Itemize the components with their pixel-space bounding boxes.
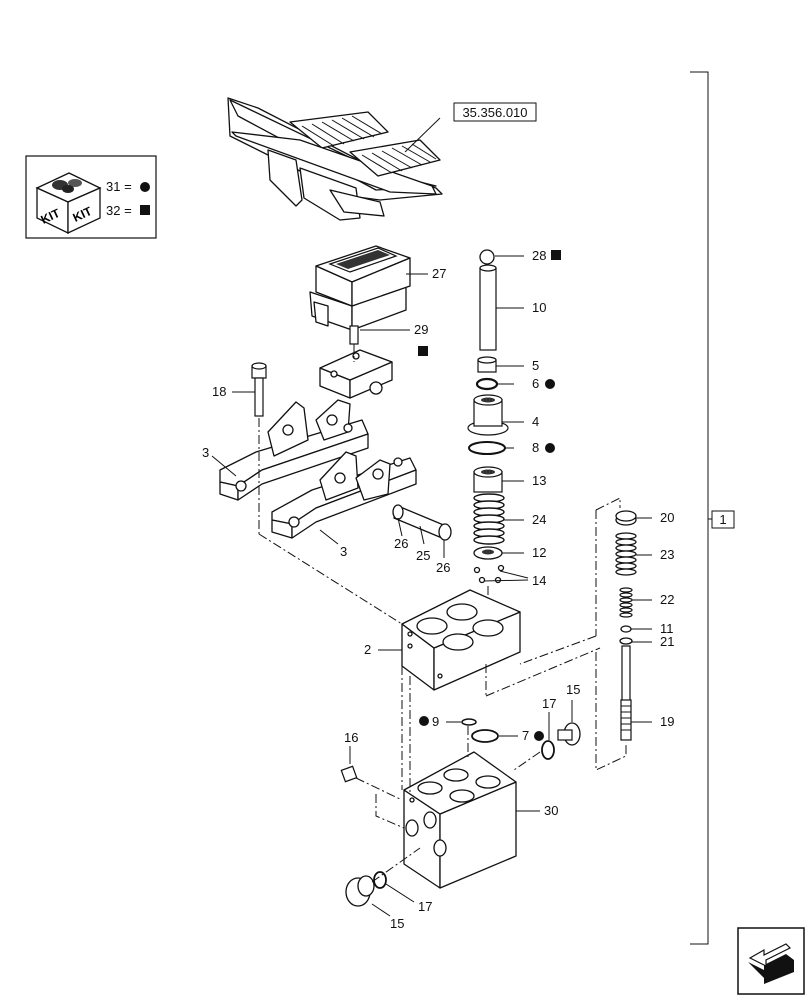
boot-part-27 (309, 245, 411, 331)
label-6: 6 (532, 376, 539, 391)
screw-part-16 (340, 765, 358, 783)
circle-marker-icon (140, 182, 150, 192)
label-5: 5 (532, 358, 539, 373)
spring-part-22 (619, 587, 633, 618)
label-11: 11 (660, 621, 674, 636)
part-labels: 28 27 10 29 5 6 18 4 8 3 13 24 20 23 3 2… (202, 248, 674, 931)
oring-part-7 (471, 729, 499, 743)
label-22: 22 (660, 592, 674, 607)
circle-marker-icon (545, 379, 555, 389)
guide-part-4 (467, 394, 509, 436)
label-15a: 15 (566, 682, 580, 697)
label-24: 24 (532, 512, 546, 527)
square-marker-icon (140, 205, 150, 215)
kit-box-icon: KIT KIT (35, 172, 102, 235)
circle-marker-icon (534, 731, 544, 741)
label-30: 30 (544, 803, 558, 818)
label-21: 21 (660, 634, 674, 649)
square-marker-icon (418, 346, 428, 356)
ref-number: 35.356.010 (462, 105, 527, 120)
bushing-part-5 (477, 356, 497, 373)
oring-part-17b (373, 871, 387, 889)
label-9: 9 (432, 714, 439, 729)
label-13: 13 (532, 473, 546, 488)
rod-part-19 (620, 645, 632, 741)
label-16: 16 (344, 730, 358, 745)
screw-part-18 (251, 362, 267, 417)
label-28: 28 (532, 248, 546, 263)
kit-line-32: 32 = (106, 203, 132, 218)
label-26a: 26 (394, 536, 408, 551)
plug-part-15b (345, 875, 375, 907)
ball-part-28 (479, 249, 495, 265)
pedal-assembly (227, 97, 443, 221)
bracket-block (319, 349, 393, 399)
label-3a: 3 (202, 445, 209, 460)
kit-legend: KIT KIT 31 = 32 = (25, 155, 157, 239)
label-2: 2 (364, 642, 371, 657)
kit-line-31: 31 = (106, 179, 132, 194)
pedal-mount-part-3b (271, 451, 417, 539)
plunger-part-10 (479, 264, 497, 351)
spring-part-24 (473, 493, 505, 545)
label-26b: 26 (436, 560, 450, 575)
spring-part-23 (615, 532, 637, 576)
valve-body-part-2 (401, 589, 521, 691)
washer-part-11 (620, 625, 632, 633)
label-4: 4 (532, 414, 539, 429)
cap-part-20 (615, 510, 637, 526)
label-19: 19 (660, 714, 674, 729)
circle-marker-icon (545, 443, 555, 453)
group-number: 1 (719, 512, 726, 527)
pin-part-25 (392, 504, 452, 541)
label-17b: 17 (418, 899, 432, 914)
label-17a: 17 (542, 696, 556, 711)
leader-lines (211, 255, 652, 917)
label-3b: 3 (340, 544, 347, 559)
group-bracket: 1 (690, 71, 735, 945)
label-8: 8 (532, 440, 539, 455)
label-14: 14 (532, 573, 546, 588)
oring-part-8 (468, 441, 506, 455)
label-7: 7 (522, 728, 529, 743)
circle-marker-icon (419, 716, 429, 726)
square-marker-icon (551, 250, 561, 260)
label-27: 27 (432, 266, 446, 281)
label-23: 23 (660, 547, 674, 562)
label-15b: 15 (390, 916, 404, 931)
valve-body-part-30 (403, 751, 517, 889)
ref-box (453, 102, 537, 122)
washer-part-21 (619, 637, 633, 645)
oring-part-9 (461, 718, 477, 726)
ball-part-14 (473, 564, 505, 584)
seal-part-6 (475, 377, 499, 391)
assembly-centerlines (258, 344, 627, 883)
label-25: 25 (416, 548, 430, 563)
label-10: 10 (532, 300, 546, 315)
plug-part-15a (557, 722, 581, 746)
washer-part-12 (473, 546, 503, 560)
label-29: 29 (414, 322, 428, 337)
next-page-arrow-icon[interactable] (737, 927, 805, 995)
label-18: 18 (212, 384, 226, 399)
pin-part-29 (349, 325, 359, 345)
label-12: 12 (532, 545, 546, 560)
pedal-mount-part-3a (219, 399, 369, 501)
cup-part-13 (473, 466, 503, 493)
oring-part-17a (541, 740, 555, 760)
leader (404, 117, 441, 153)
label-20: 20 (660, 510, 674, 525)
